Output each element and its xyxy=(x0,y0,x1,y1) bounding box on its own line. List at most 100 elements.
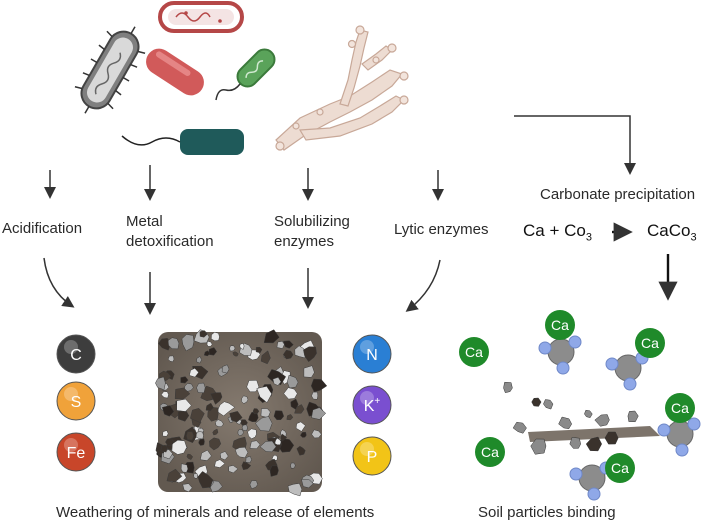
acidification-label: Acidification xyxy=(2,220,83,237)
pebble xyxy=(210,392,223,405)
pebble xyxy=(181,334,195,352)
pebble xyxy=(247,428,257,440)
eq-caco-sub: 3 xyxy=(690,231,697,244)
left-c-circle: C xyxy=(56,334,96,374)
equation-product: CaCo3 xyxy=(647,221,697,243)
eq-ca: Ca xyxy=(523,221,545,240)
element-symbol: Fe xyxy=(67,445,86,462)
soil-layer xyxy=(528,426,660,442)
pebble xyxy=(209,437,222,451)
pebble xyxy=(294,345,307,359)
pebble xyxy=(259,440,277,453)
left-fe-circle: Fe xyxy=(56,432,96,472)
eq-caco: CaCo xyxy=(647,221,691,240)
pebble xyxy=(311,391,319,400)
pebble xyxy=(166,468,183,483)
right-p-circle: P xyxy=(352,436,392,476)
pebble xyxy=(290,462,296,469)
pebble xyxy=(263,329,280,344)
solubilizing-label-1: Solubilizing xyxy=(274,213,350,230)
pebble xyxy=(195,431,204,440)
pebble xyxy=(215,419,224,427)
pebble xyxy=(311,407,327,420)
pebble xyxy=(182,483,193,493)
pebble xyxy=(269,465,279,477)
pebble xyxy=(311,429,322,439)
fungal-hyphae xyxy=(275,25,409,151)
carbonate-molecule xyxy=(569,461,613,501)
pebble xyxy=(604,431,619,445)
pebble xyxy=(174,387,191,400)
pebble xyxy=(199,330,208,338)
carbonate-molecule xyxy=(538,335,582,375)
pebble xyxy=(531,397,542,407)
red-rod-bacterium xyxy=(146,48,204,96)
pebble xyxy=(186,453,194,460)
pebble xyxy=(249,440,261,449)
pebble xyxy=(189,367,199,378)
bacteria-group xyxy=(74,1,409,155)
arrows xyxy=(43,115,636,315)
pebble xyxy=(237,428,244,437)
green-bacterium xyxy=(215,48,276,101)
pebble xyxy=(228,465,239,474)
calcium-symbol: Ca xyxy=(465,344,483,360)
calcium-symbol: Ca xyxy=(551,317,569,333)
calcium-ion: Ca xyxy=(635,328,665,358)
elements-right: NK+P xyxy=(352,334,392,476)
pebble xyxy=(196,382,206,393)
pebble xyxy=(287,483,303,497)
pebble xyxy=(294,404,305,414)
pebble xyxy=(162,430,169,437)
pebble xyxy=(543,399,554,410)
pebble xyxy=(280,433,288,442)
pebble xyxy=(155,376,166,391)
calcium-symbol: Ca xyxy=(671,400,689,416)
pebble xyxy=(193,473,198,479)
lytic-enzymes-label: Lytic enzymes xyxy=(394,221,489,238)
equation-reactants: Ca + Co3 xyxy=(523,221,592,243)
pebble xyxy=(216,401,236,417)
pebble xyxy=(158,338,172,351)
pebble xyxy=(303,365,315,378)
eq-co-sub: 3 xyxy=(585,231,592,244)
pebble xyxy=(180,463,189,473)
pebble xyxy=(283,387,298,400)
pebble xyxy=(260,350,271,365)
carbonate-molecule xyxy=(657,417,701,457)
pebble xyxy=(272,376,282,386)
pebble xyxy=(161,405,175,417)
element-symbol: S xyxy=(71,394,82,411)
pebble xyxy=(267,369,287,386)
pebble xyxy=(255,416,273,432)
pebble xyxy=(245,455,252,463)
metal-detox-label-2: detoxification xyxy=(126,233,214,250)
pebble xyxy=(558,416,572,430)
carbonate-molecule xyxy=(605,351,649,391)
binding-caption: Soil particles binding xyxy=(478,504,616,521)
calcium-ion: Ca xyxy=(459,337,489,367)
pebble xyxy=(160,391,169,399)
pebble xyxy=(205,402,214,411)
pebble xyxy=(252,408,260,415)
pebble xyxy=(286,414,294,421)
calcium-symbol: Ca xyxy=(481,444,499,460)
pebble xyxy=(241,395,249,404)
pebble xyxy=(176,398,192,412)
pebble xyxy=(301,479,314,489)
pebble xyxy=(584,409,593,418)
pebble xyxy=(229,411,243,423)
pebble xyxy=(310,378,328,393)
pebble xyxy=(232,351,239,357)
weathering-caption: Weathering of minerals and release of el… xyxy=(56,504,375,521)
pebble xyxy=(197,471,214,489)
eq-plus: + xyxy=(549,221,560,240)
pebble xyxy=(190,408,205,423)
pebble xyxy=(241,461,252,471)
pebble xyxy=(283,340,294,349)
red-capsule-bacterium xyxy=(158,1,244,33)
